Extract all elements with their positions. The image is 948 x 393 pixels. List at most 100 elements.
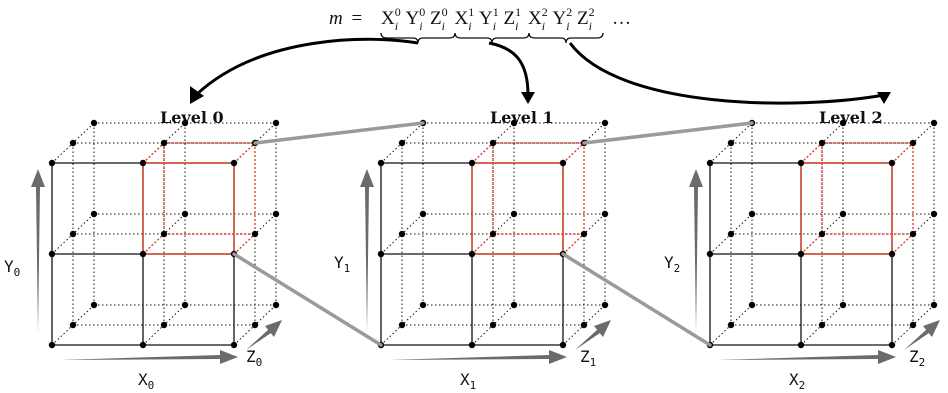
z-axis-arrow — [575, 329, 600, 350]
level-arrows — [194, 37, 885, 105]
grid-node — [69, 321, 77, 329]
y-axis-arrowhead — [689, 169, 703, 187]
grid-node — [909, 321, 917, 329]
y-axis-arrowhead — [360, 169, 374, 187]
grid-node — [797, 250, 805, 258]
grid-node — [601, 210, 609, 218]
grid-node — [888, 341, 896, 349]
level-2-cube — [706, 119, 938, 349]
level-0-cube — [48, 119, 280, 349]
z-axis-arrowhead — [265, 320, 282, 337]
z-axis-arrowhead — [594, 320, 611, 337]
grid-node — [559, 341, 567, 349]
grid-node — [139, 250, 147, 258]
grid-node — [580, 230, 588, 238]
grid-node — [839, 301, 847, 309]
grid-node — [930, 119, 938, 127]
grid-node — [797, 159, 805, 167]
grid-node — [559, 159, 567, 167]
grid-node — [398, 230, 406, 238]
x-axis-arrowhead — [220, 350, 238, 364]
level-2-label: Level 2 — [819, 108, 883, 127]
y-axis-arrowhead — [31, 169, 45, 187]
grid-node — [398, 139, 406, 147]
x-axis-arrowhead — [549, 350, 567, 364]
underbrace-1 — [454, 32, 530, 44]
connector-bottom-0 — [232, 252, 383, 347]
grid-node — [468, 159, 476, 167]
grid-node — [797, 341, 805, 349]
grid-node — [748, 210, 756, 218]
grid-node — [377, 159, 385, 167]
grid-node — [272, 119, 280, 127]
grid-node — [888, 159, 896, 167]
z-axis-arrow — [904, 329, 929, 350]
level-arrowheads — [190, 86, 891, 104]
arrow-to-level-0 — [194, 37, 419, 97]
grid-node — [930, 301, 938, 309]
grid-node — [160, 139, 168, 147]
grid-node — [90, 119, 98, 127]
highlight-subcell — [800, 142, 914, 255]
grid-node — [839, 119, 847, 127]
grid-node — [580, 321, 588, 329]
underbrace-2 — [528, 32, 604, 44]
level-0-axes — [31, 169, 282, 364]
grid-node — [251, 321, 259, 329]
grid-node — [230, 341, 238, 349]
grid-node — [888, 250, 896, 258]
grid-node — [489, 230, 497, 238]
grid-node — [48, 250, 56, 258]
x-axis-arrow — [60, 355, 220, 360]
arrowhead-level-1 — [521, 92, 535, 104]
level-2-z-label: Z2 — [909, 347, 925, 369]
level-connectors — [232, 121, 754, 347]
grid-node — [398, 321, 406, 329]
grid-node — [419, 301, 427, 309]
grid-node — [706, 159, 714, 167]
grid-node — [468, 341, 476, 349]
grid-node — [489, 139, 497, 147]
level-1-x-label: X1 — [460, 370, 476, 392]
grid-node — [510, 301, 518, 309]
arrow-to-level-2 — [568, 42, 885, 105]
grid-node — [748, 301, 756, 309]
grid-node — [510, 210, 518, 218]
formula-lhs: m — [329, 8, 343, 29]
grid-node — [930, 210, 938, 218]
grid-node — [419, 210, 427, 218]
formula-eq: = — [351, 8, 362, 29]
level-1-axes — [360, 169, 611, 364]
connector-bottom-1 — [561, 252, 712, 347]
grid-node — [90, 210, 98, 218]
z-axis-arrow — [246, 329, 271, 350]
level-0-x-label: X0 — [138, 370, 154, 392]
grid-node — [90, 301, 98, 309]
grid-node — [160, 321, 168, 329]
grid-node — [48, 341, 56, 349]
connector-top-1 — [582, 121, 754, 145]
level-2-axes — [689, 169, 940, 364]
grid-node — [601, 119, 609, 127]
grid-node — [909, 139, 917, 147]
level-1-cube — [377, 119, 609, 349]
y-axis-arrow — [36, 187, 40, 333]
grid-node — [727, 321, 735, 329]
z-axis-arrowhead — [923, 320, 940, 337]
connector-top-0 — [253, 121, 425, 145]
grid-node — [489, 321, 497, 329]
highlight-subcell — [142, 142, 256, 255]
arrowhead-level-0 — [190, 86, 204, 104]
highlight-subcell — [471, 142, 585, 255]
formula-ellipsis: … — [612, 8, 631, 29]
